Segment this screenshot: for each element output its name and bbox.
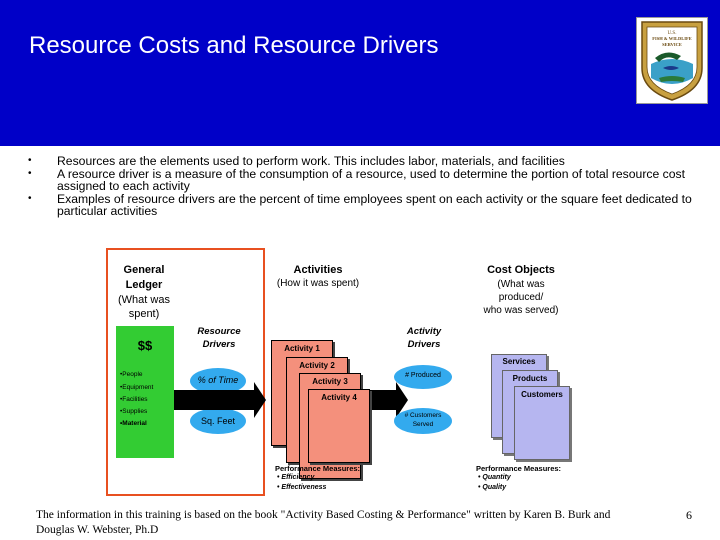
bullet-dot: • [28, 167, 32, 179]
cost-objects-subtitle-2: produced/ [498, 292, 544, 303]
activity-label: Activity 3 [312, 377, 348, 386]
cost-object-card-3 [514, 386, 570, 460]
activity-label: Activity 4 [321, 393, 357, 402]
logo-shield-icon: U.S. FISH & WILDLIFE SERVICE [641, 21, 703, 101]
ledger-item: •Material [120, 420, 147, 427]
customers-served-ellipse [394, 408, 452, 434]
resource-drivers-title: Resource [197, 326, 241, 337]
sq-feet-label: Sq. Feet [200, 416, 236, 426]
cost-objects-subtitle-3: who was served) [483, 305, 559, 316]
activities-title: Activities [293, 264, 343, 276]
logo-line3: SERVICE [662, 42, 682, 47]
dollar-sign-label: $$ [137, 338, 153, 353]
activities-subtitle: (How it was spent) [276, 278, 360, 289]
activity-card-4 [308, 389, 370, 463]
bullet-dot: • [28, 155, 32, 166]
percent-time-ellipse [190, 368, 246, 394]
ledger-item: •Equipment [120, 384, 154, 391]
cost-object-label: Products [512, 374, 548, 383]
ledger-item: •Supplies [120, 408, 148, 415]
bullet-text: Resources are the elements used to perfo… [57, 154, 565, 168]
footer-note: The information in this training is base… [36, 509, 611, 536]
cost-object-label: Customers [521, 390, 563, 399]
performance-measure-item: • Quality [478, 484, 507, 491]
page-number: 6 [686, 508, 692, 522]
performance-measure-item: • Efficiency [277, 474, 315, 481]
bullet-item: • Examples of resource drivers are the p… [28, 193, 708, 218]
bullet-list: • Resources are the elements used to per… [28, 155, 708, 218]
logo-line2: FISH & WILDLIFE [652, 36, 691, 41]
produced-ellipse [394, 365, 452, 389]
general-ledger-subtitle: (What was [118, 294, 170, 306]
performance-measure-item: • Effectiveness [277, 484, 327, 491]
logo-line1: U.S. [668, 31, 677, 36]
produced-label: # Produced [405, 372, 441, 379]
general-ledger-title: General [123, 264, 165, 276]
bullet-text: Examples of resource drivers are the per… [57, 191, 692, 219]
resource-drivers-title-2: Drivers [202, 339, 236, 350]
performance-measures-left-title: Performance Measures: [275, 464, 361, 473]
bullet-item: • Resources are the elements used to per… [28, 155, 708, 168]
bullet-dot: • [28, 192, 32, 204]
title-bar: Resource Costs and Resource Drivers [0, 0, 720, 146]
customers-served-label-2: Served [412, 421, 434, 428]
cost-objects-title: Cost Objects [487, 264, 555, 276]
slide-title: Resource Costs and Resource Drivers [29, 32, 439, 59]
percent-time-label: % of Time [197, 375, 239, 385]
general-ledger-subtitle-2: spent) [128, 308, 160, 320]
activity-label: Activity 2 [299, 361, 335, 370]
cost-object-label: Services [502, 357, 536, 366]
ledger-item: •People [120, 371, 143, 378]
customers-served-label: # Customers [404, 412, 442, 419]
ledger-item: •Facilities [120, 396, 148, 403]
performance-measure-item: • Quantity [478, 474, 511, 481]
activity-drivers-title-2: Drivers [407, 339, 441, 350]
bullet-item: • A resource driver is a measure of the … [28, 166, 708, 194]
cost-objects-subtitle: (What was [497, 279, 545, 290]
general-ledger-title-2: Ledger [125, 279, 163, 291]
performance-measures-right-title: Performance Measures: [476, 464, 562, 473]
abc-flow-diagram: General Ledger (What was spent) $$ •Peop… [100, 242, 600, 500]
ledger-green-panel [116, 326, 174, 458]
activity-drivers-title: Activity [406, 326, 442, 337]
bullet-text: A resource driver is a measure of the co… [57, 166, 685, 194]
sq-feet-ellipse [190, 408, 246, 434]
fish-wildlife-logo: U.S. FISH & WILDLIFE SERVICE [636, 17, 708, 104]
activity-label: Activity 1 [284, 344, 320, 353]
